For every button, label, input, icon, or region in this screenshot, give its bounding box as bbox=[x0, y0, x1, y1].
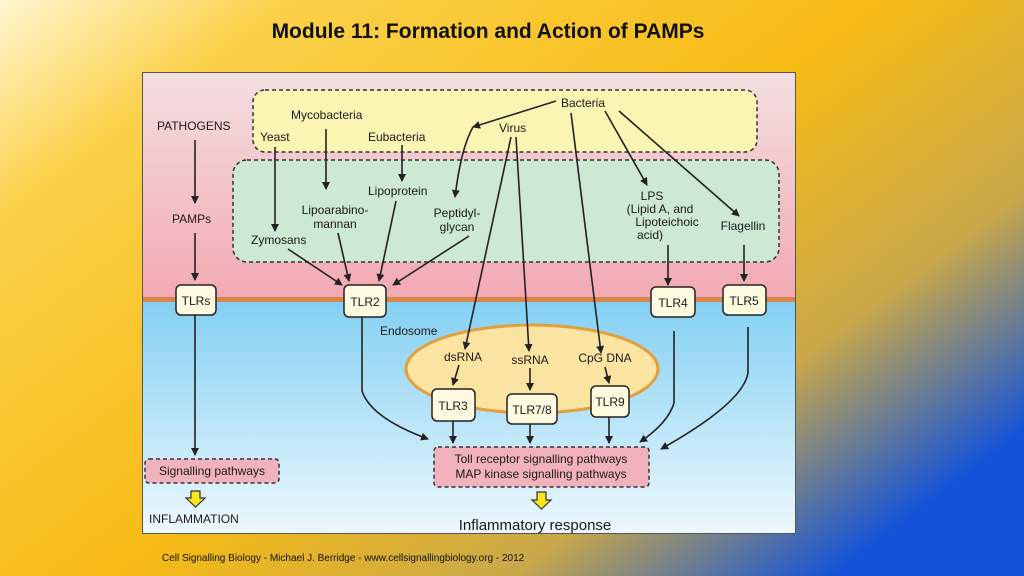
lps-label-line3: Lipoteichoic bbox=[635, 215, 698, 229]
arrow-tlr4-to-toll-pathways bbox=[639, 331, 675, 443]
slide-title: Module 11: Formation and Action of PAMPs bbox=[271, 20, 705, 43]
pathogens-box bbox=[252, 89, 758, 153]
flagellin-label: Flagellin bbox=[721, 219, 766, 233]
arrow-bacteria-curve-to-peptidylglycan bbox=[451, 126, 474, 198]
tlrs-box bbox=[175, 284, 217, 316]
arrow-tlr2-to-toll-pathways bbox=[361, 317, 429, 441]
zymosans-label: Zymosans bbox=[251, 233, 306, 247]
arrow-bacteria-to-flagellin bbox=[618, 110, 740, 217]
arrow-bacteria-to-cpg bbox=[570, 112, 605, 354]
arrow-virus-to-dsrna bbox=[462, 136, 512, 350]
tlr2-label: TLR2 bbox=[350, 295, 380, 309]
arrow-virus-to-ssrna bbox=[515, 136, 533, 352]
arrow-dsrna-to-tlr3 bbox=[451, 364, 460, 386]
arrow-lipoprotein-to-tlr2 bbox=[376, 200, 397, 282]
lipoarabinomannan-label-line2: mannan bbox=[313, 217, 356, 231]
pathogens-label: PATHOGENS bbox=[157, 119, 231, 133]
pamps-label: PAMPs bbox=[172, 212, 211, 226]
toll-pathways-label: Toll receptor signalling pathways bbox=[455, 452, 628, 466]
lps-label-line1: LPS bbox=[641, 189, 664, 203]
inflammatory-response-label: Inflammatory response bbox=[459, 517, 612, 534]
mycobacteria-label: Mycobacteria bbox=[291, 108, 363, 122]
arrow-cpg-to-tlr9 bbox=[603, 366, 612, 384]
tlr4-label: TLR4 bbox=[658, 296, 688, 310]
cpg-dna-label: CpG DNA bbox=[578, 351, 631, 365]
footer-credit: Cell Signalling Biology - Michael J. Ber… bbox=[162, 553, 525, 564]
lipoprotein-label: Lipoprotein bbox=[368, 184, 427, 198]
tlr78-box bbox=[506, 393, 558, 425]
inflammation-arrow bbox=[184, 490, 207, 508]
peptidylglycan-label-line2: glycan bbox=[440, 220, 475, 234]
tlr9-label: TLR9 bbox=[595, 395, 625, 409]
tlr2-box bbox=[343, 284, 387, 318]
toll-pathways-box bbox=[433, 446, 650, 488]
inflammation-label: INFLAMMATION bbox=[149, 512, 239, 526]
tlr78-label: TLR7/8 bbox=[512, 403, 552, 417]
ssrna-label: ssRNA bbox=[511, 353, 548, 367]
virus-label: Virus bbox=[499, 121, 526, 135]
tlr4-box bbox=[650, 286, 696, 318]
arrow-lipoarabinomannan-to-tlr2 bbox=[337, 232, 352, 282]
tlr5-label: TLR5 bbox=[729, 294, 759, 308]
plasma-membrane bbox=[143, 297, 795, 302]
eubacteria-label: Eubacteria bbox=[368, 130, 426, 144]
lps-label-line2: (Lipid A, and bbox=[627, 202, 694, 216]
signalling-pathways-label: Signalling pathways bbox=[159, 464, 265, 478]
inflammatory-response-arrow bbox=[530, 491, 553, 510]
arrow-bacteria-to-lps bbox=[604, 110, 648, 186]
arrow-zymosans-to-tlr2 bbox=[287, 248, 343, 286]
lps-label-line4: acid) bbox=[637, 228, 663, 242]
bacteria-label: Bacteria bbox=[561, 96, 605, 110]
map-kinase-pathways-label: MAP kinase signalling pathways bbox=[455, 467, 626, 481]
arrow-bacteria-to-peptidylglycan bbox=[472, 100, 557, 129]
lipoarabinomannan-label-line1: Lipoarabino- bbox=[302, 203, 369, 217]
arrow-tlr5-to-toll-pathways bbox=[660, 327, 749, 450]
tlr5-box bbox=[722, 284, 767, 316]
endosome-label: Endosome bbox=[380, 324, 438, 338]
pamp-diagram-figure: PATHOGENS PAMPs TLRs Signalling pathways… bbox=[142, 72, 796, 534]
tlr9-box bbox=[590, 385, 630, 418]
tlrs-label: TLRs bbox=[182, 294, 211, 308]
tlr3-box bbox=[431, 388, 476, 422]
peptidylglycan-label-line1: Peptidyl- bbox=[434, 206, 481, 220]
arrow-peptidylglycan-to-tlr2 bbox=[392, 235, 470, 286]
yeast-label: Yeast bbox=[260, 130, 290, 144]
signalling-pathways-box bbox=[144, 458, 280, 484]
dsrna-label: dsRNA bbox=[444, 350, 482, 364]
tlr3-label: TLR3 bbox=[438, 399, 468, 413]
